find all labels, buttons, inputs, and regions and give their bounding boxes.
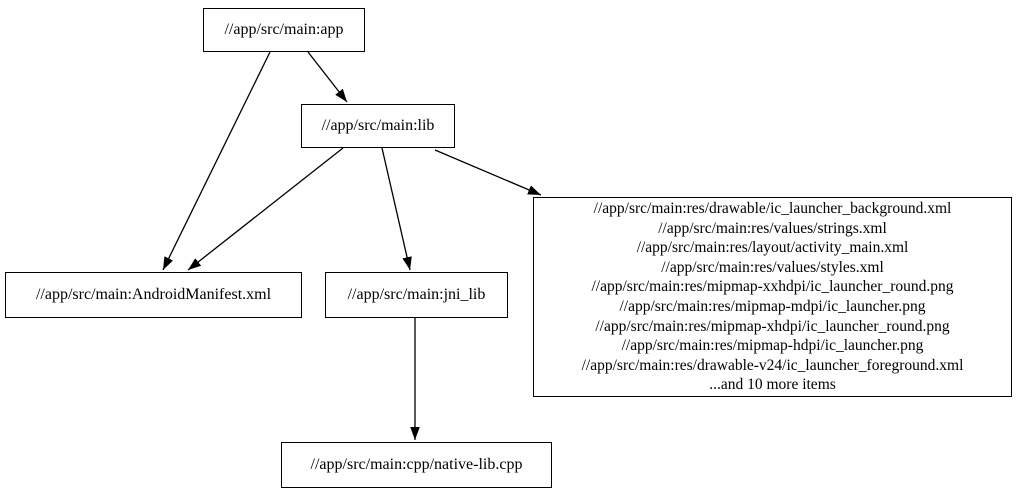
edge-lib-to-resources <box>434 149 542 196</box>
node-lib-label: //app/src/main:lib <box>321 116 435 134</box>
node-android-manifest: //app/src/main:AndroidManifest.xml <box>5 272 302 318</box>
edge-lib-to-jni-lib <box>381 147 412 271</box>
resource-item: //app/src/main:res/drawable-v24/ic_launc… <box>581 356 964 374</box>
resource-item: //app/src/main:res/layout/activity_main.… <box>636 239 909 257</box>
resource-item: //app/src/main:res/drawable/ic_launcher_… <box>593 200 952 218</box>
node-app-label: //app/src/main:app <box>224 20 344 38</box>
resource-item: //app/src/main:res/mipmap-xhdpi/ic_launc… <box>595 317 950 335</box>
node-app: //app/src/main:app <box>203 8 365 52</box>
node-jni-lib-label: //app/src/main:jni_lib <box>347 285 486 303</box>
edge-app-to-lib <box>307 51 348 103</box>
node-jni-lib: //app/src/main:jni_lib <box>325 272 508 318</box>
node-native-lib-cpp: //app/src/main:cpp/native-lib.cpp <box>281 442 552 488</box>
resource-item: //app/src/main:res/values/styles.xml <box>661 258 884 276</box>
node-android-manifest-label: //app/src/main:AndroidManifest.xml <box>35 285 272 303</box>
node-resources-group: //app/src/main:res/drawable/ic_launcher_… <box>533 197 1012 397</box>
edge-app-to-manifest <box>162 51 271 271</box>
resource-item: //app/src/main:res/mipmap-hdpi/ic_launch… <box>621 337 924 355</box>
resource-item: //app/src/main:res/values/strings.xml <box>658 219 887 237</box>
edge-lib-to-manifest <box>187 147 344 271</box>
node-lib: //app/src/main:lib <box>301 104 455 148</box>
resource-item: //app/src/main:res/mipmap-xxhdpi/ic_laun… <box>591 278 954 296</box>
node-native-lib-cpp-label: //app/src/main:cpp/native-lib.cpp <box>310 455 523 473</box>
resource-item: //app/src/main:res/mipmap-mdpi/ic_launch… <box>619 298 926 315</box>
more-items-note: ...and 10 more items <box>709 376 836 394</box>
